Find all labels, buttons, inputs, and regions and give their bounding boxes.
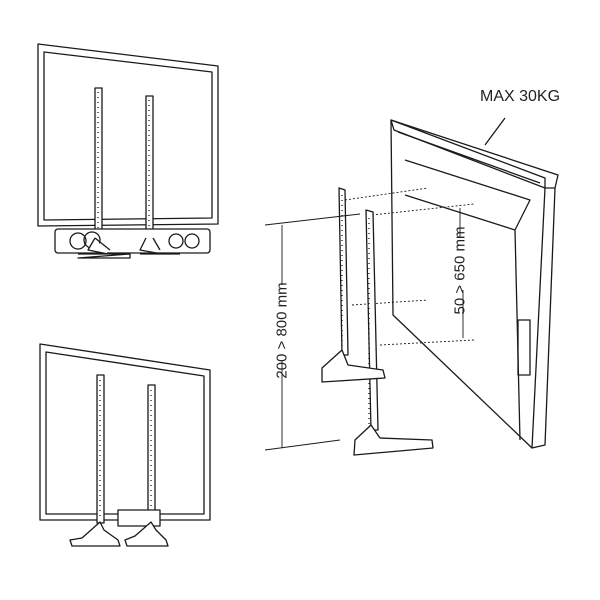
max-load-label: MAX 30KG xyxy=(480,88,561,105)
height-range-label: 200 > 800 mm xyxy=(273,282,291,379)
vesa-range-label: 50 > 650 mm xyxy=(451,226,469,315)
main-tv-rear-illustration xyxy=(264,117,559,456)
tv-on-stand-illustration xyxy=(39,343,211,547)
tv-with-soundbar-illustration xyxy=(37,43,219,259)
right-bracket xyxy=(145,95,154,239)
